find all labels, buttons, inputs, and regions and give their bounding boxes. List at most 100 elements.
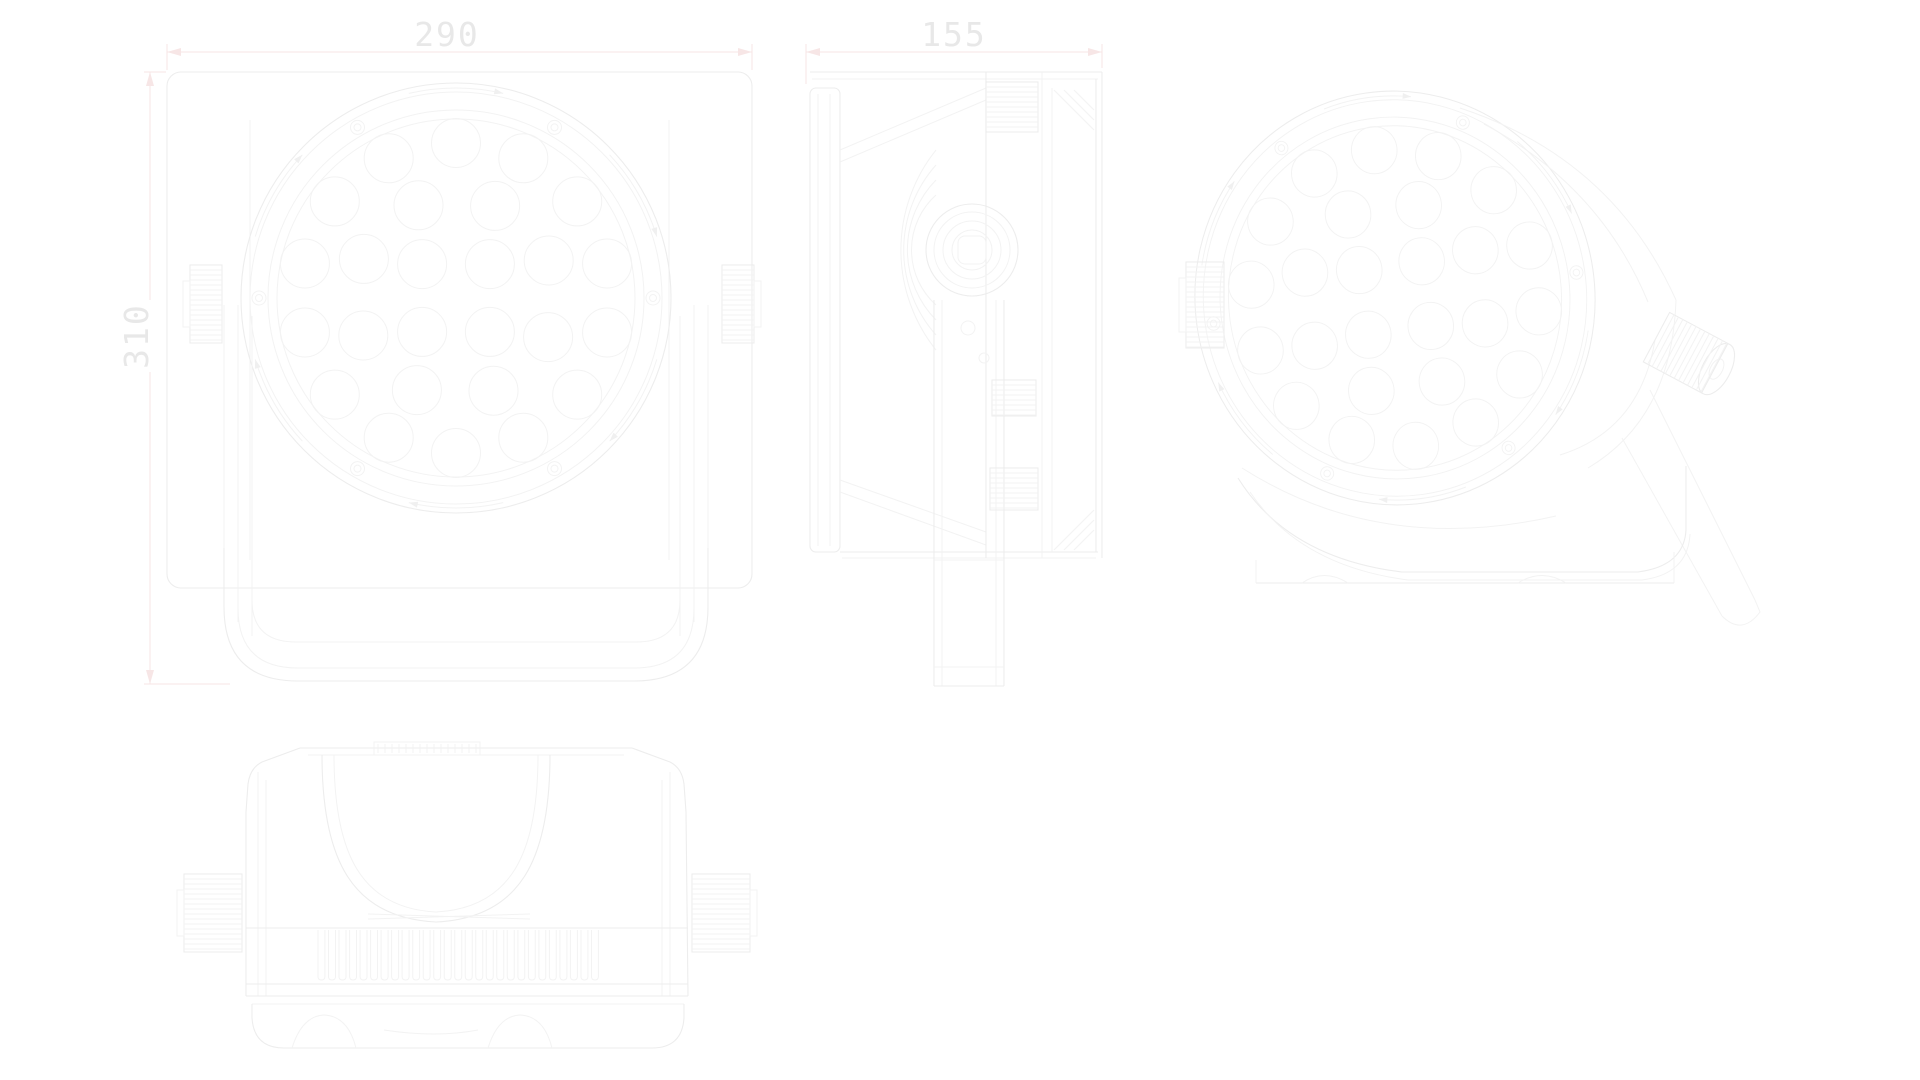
led-lens — [1392, 421, 1440, 470]
led-lens — [552, 176, 603, 227]
led-lens — [1350, 126, 1398, 175]
led-lens — [1273, 381, 1320, 430]
led-lens — [470, 180, 521, 231]
top-lens-bowl-inner — [333, 754, 539, 913]
knob-body — [1185, 261, 1225, 349]
led-lens — [1227, 260, 1275, 309]
hub-ring — [942, 220, 1002, 280]
led-lens — [1470, 166, 1517, 215]
knurled-knob — [989, 467, 1039, 511]
dimension-text-side-depth: 155 — [921, 15, 987, 54]
side-front-rim — [809, 87, 841, 553]
heatsink-fin — [506, 930, 515, 981]
front-view — [166, 71, 753, 682]
yoke-knuckle — [1721, 599, 1761, 626]
arc-arrowhead — [1402, 93, 1412, 99]
heatsink-fin — [328, 930, 336, 981]
chamfer-hatch-line — [1073, 89, 1095, 111]
yoke-bracket-inner — [251, 548, 681, 643]
knob-body — [989, 467, 1039, 511]
screw-hole-center — [1209, 319, 1218, 328]
led-lens — [338, 233, 389, 284]
led-lens — [468, 365, 519, 416]
rotation-arc-arrow — [609, 154, 658, 237]
bezel-ring — [276, 118, 636, 478]
heatsink-fin — [496, 930, 505, 981]
led-lens — [1414, 132, 1462, 181]
yoke-bracket-outer — [223, 548, 709, 682]
screw-hole-center — [550, 464, 559, 473]
screw-hole-center — [353, 123, 362, 132]
heatsink-fin — [591, 930, 599, 981]
perspective-right-knob — [1642, 311, 1736, 396]
knob-cap — [176, 889, 185, 937]
knurl-line — [1673, 328, 1701, 379]
side-view — [809, 71, 1103, 687]
perspective-underside-curve — [1241, 467, 1557, 529]
dimension-arrow — [738, 48, 752, 56]
side-cone-top-inner — [839, 99, 987, 163]
screw-hole — [547, 119, 562, 135]
led-lens — [1407, 301, 1455, 350]
led-lens — [498, 412, 549, 463]
arm-screw-hole — [978, 352, 990, 364]
led-lens — [279, 307, 330, 358]
bezel-ring — [249, 91, 663, 505]
top-left-outline — [245, 747, 301, 996]
led-lens — [279, 238, 330, 289]
arc-arrowhead — [1565, 204, 1572, 214]
led-lens — [363, 133, 414, 184]
yoke-bracket-mid — [237, 548, 695, 669]
arc-arrowhead — [1218, 382, 1225, 392]
led-lens — [1237, 326, 1284, 375]
led-lens — [1461, 299, 1509, 348]
knob-cap — [1697, 342, 1736, 396]
led-lens — [1452, 398, 1499, 447]
knurl-line — [1695, 340, 1724, 391]
led-lens — [363, 412, 414, 463]
knob-body — [183, 873, 243, 953]
knob-cap — [749, 889, 758, 937]
screw-hole — [1320, 466, 1335, 481]
side-bezel-arc — [911, 194, 937, 306]
perspective-body-curve — [1559, 339, 1656, 456]
top-base-foot — [487, 1014, 553, 1049]
led-lens — [309, 176, 360, 227]
perspective-yoke — [1621, 389, 1761, 626]
screw-hole — [645, 290, 661, 306]
knurl-line — [1687, 335, 1715, 386]
led-lens — [464, 239, 515, 290]
screw-hole-center — [649, 294, 657, 302]
screw-hole-center — [550, 123, 559, 132]
base-mid — [1249, 491, 1691, 581]
perspective-base — [1237, 466, 1691, 584]
arc-arrowhead — [609, 432, 618, 442]
hub-ring — [933, 211, 1011, 289]
led-lens — [397, 306, 448, 357]
screw-hole — [1274, 140, 1289, 156]
heatsink-fin — [433, 930, 442, 981]
chamfer-hatch-line — [1053, 509, 1095, 551]
knurl-line — [1651, 316, 1679, 367]
dimension-text-front-height: 310 — [117, 303, 156, 369]
rotation-arc-arrow — [408, 87, 504, 94]
screw-hole — [547, 461, 562, 477]
heatsink-fin — [443, 930, 452, 981]
screw-hole-center — [353, 464, 362, 473]
top-base-outline — [251, 1004, 685, 1049]
screw-hole-center — [1572, 268, 1581, 277]
yoke-arm-line — [1649, 389, 1756, 601]
top-view — [245, 741, 689, 1049]
led-lens — [1291, 321, 1338, 370]
knurl-line — [1647, 314, 1675, 365]
heatsink-fins — [317, 930, 599, 981]
rotation-arc-arrow — [254, 359, 303, 442]
screw-hole-center — [1459, 118, 1467, 127]
top-base-foot — [291, 1014, 357, 1049]
perspective-body-curve — [1483, 123, 1649, 303]
rotation-arc-arrow — [1378, 486, 1467, 501]
side-bezel-arc — [900, 149, 937, 351]
rotation-arc-arrow — [1323, 95, 1412, 110]
heatsink-fin — [422, 930, 431, 981]
